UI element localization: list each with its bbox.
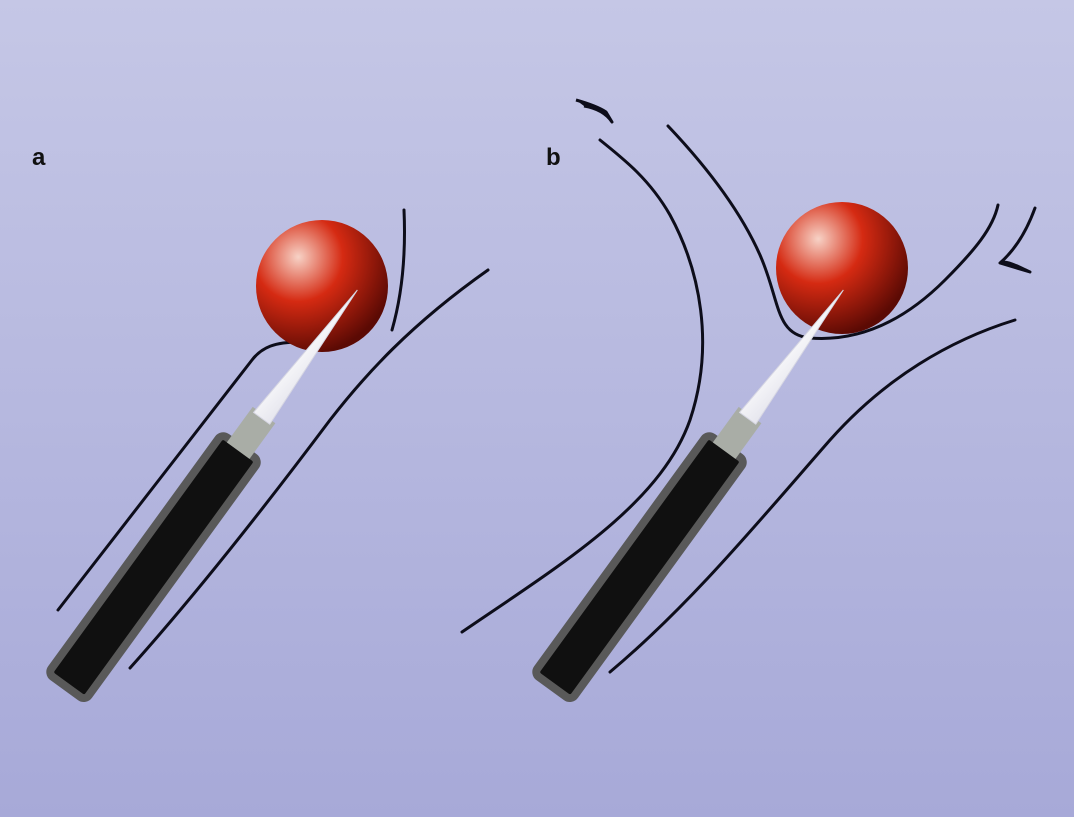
panel-label-a: a [32,146,45,170]
red-ball [776,202,908,334]
panel-label-b: b [546,146,561,170]
